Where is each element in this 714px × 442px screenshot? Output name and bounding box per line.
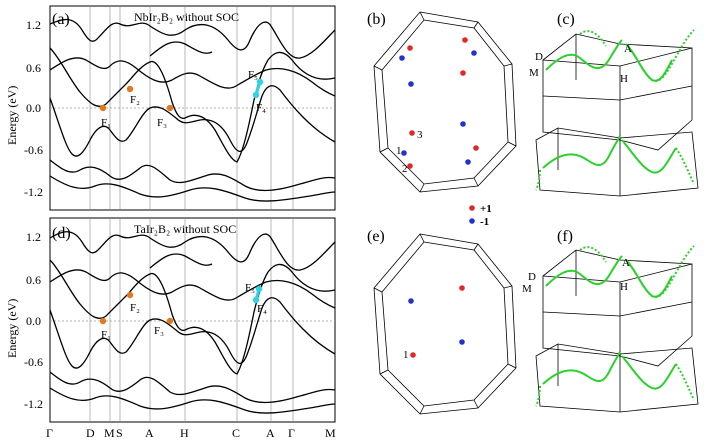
bz-bottom: (e) 1 xyxy=(367,228,517,415)
label-f4: F₄ xyxy=(256,102,266,114)
svg-text:-1.2: -1.2 xyxy=(24,397,43,411)
panel-label-d: (d) xyxy=(52,225,71,242)
weyl-segment-f4-f5 xyxy=(254,81,262,96)
legend-plus-label: +1 xyxy=(480,203,492,215)
svg-text:H: H xyxy=(180,426,189,440)
svg-text:A: A xyxy=(266,426,275,440)
weyl-point-f3 xyxy=(166,104,174,112)
chirality-legend: +1 -1 xyxy=(469,203,492,228)
panel-label-b: (b) xyxy=(367,11,386,28)
svg-text:M: M xyxy=(325,426,336,440)
bz-top: (b) 1 2 3 xyxy=(367,11,517,193)
weyl-point-f1 xyxy=(99,104,107,112)
label-f2: F₂ xyxy=(130,94,140,106)
svg-text:-0.6: -0.6 xyxy=(24,143,43,157)
weyl-segment-f4-f5-b xyxy=(254,288,261,301)
legend-minus-label: -1 xyxy=(480,216,489,228)
bands-bottom xyxy=(49,231,336,414)
label-f4-b: F₄ xyxy=(257,303,267,315)
panel-label-a: (a) xyxy=(52,11,70,28)
label-f2-b: F₂ xyxy=(130,302,140,314)
label-f5-b: F₅ xyxy=(245,282,255,294)
bz-label-2: 2 xyxy=(402,163,408,175)
svg-text:S: S xyxy=(116,426,123,440)
title-bottom: TaIr₂B₂ without SOC xyxy=(134,222,236,236)
svg-text:Γ: Γ xyxy=(288,426,295,440)
svg-text:D: D xyxy=(86,426,95,440)
band-plot-top: F₁ F₂ F₃ F₄ F₅ (a) NbIr₂B₂ without SOC 1… xyxy=(5,5,336,211)
label-f5: F₅ xyxy=(248,69,258,81)
bz-bottom-outline xyxy=(373,233,517,415)
panel-label-f: (f) xyxy=(557,228,573,245)
band-plot-bottom: F₁ F₂ F₃ F₄ F₅ (d) TaIr₂B₂ without SOC 1… xyxy=(5,217,336,440)
hsp-a-bottom: A xyxy=(622,257,630,269)
weyl-points-bottom xyxy=(99,285,263,325)
svg-text:0.6: 0.6 xyxy=(26,273,41,287)
x-ticks: Γ D M S A H C A Γ M xyxy=(46,426,336,440)
hsp-h-top: H xyxy=(620,73,628,85)
svg-text:1.2: 1.2 xyxy=(26,230,41,244)
svg-text:-1.2: -1.2 xyxy=(24,185,43,199)
nodal-top-frame xyxy=(535,33,699,197)
svg-text:1.2: 1.2 xyxy=(26,18,41,32)
bz-label-3: 3 xyxy=(417,129,423,141)
label-f1: F₁ xyxy=(101,117,111,129)
weyl-point-f1-b xyxy=(99,317,107,325)
hsp-d-top: D xyxy=(535,51,543,63)
weyl-point-f2-b xyxy=(126,291,134,299)
panel-label-c: (c) xyxy=(557,11,575,28)
svg-text:0.6: 0.6 xyxy=(26,61,41,75)
y-ticks-bottom: 1.2 0.6 0.0 -0.6 -1.2 xyxy=(24,230,43,411)
hs-lines-bottom xyxy=(89,218,294,422)
label-f3-b: F₃ xyxy=(154,325,164,337)
hsp-d-bottom: D xyxy=(528,271,536,283)
svg-text:Γ: Γ xyxy=(46,426,53,440)
weyl-points-top xyxy=(99,78,264,112)
nodal-bottom: (f) D A M H xyxy=(522,228,699,413)
svg-text:-0.6: -0.6 xyxy=(24,355,43,369)
chirality-points-bottom xyxy=(408,285,465,358)
y-axis-label-bottom: Energy (eV) xyxy=(5,299,19,358)
legend-plus-marker xyxy=(469,205,475,211)
plot-frame-bottom xyxy=(49,217,336,423)
hsp-m-bottom: M xyxy=(522,283,532,295)
hsp-a-top: A xyxy=(624,43,632,55)
panel-label-e: (e) xyxy=(367,228,385,245)
bz-top-outline xyxy=(373,11,517,193)
svg-text:0.0: 0.0 xyxy=(26,101,41,115)
hsp-m-top: M xyxy=(529,67,539,79)
nodal-lines-bottom xyxy=(535,245,695,407)
weyl-point-f2 xyxy=(126,85,134,93)
bz-label-1-e: 1 xyxy=(403,349,409,361)
hsp-h-bottom: H xyxy=(620,281,628,293)
label-f1-b: F₁ xyxy=(101,329,111,341)
weyl-point-f3-b xyxy=(166,317,174,325)
bz-label-1: 1 xyxy=(396,145,402,157)
title-top: NbIr₂B₂ without SOC xyxy=(134,10,239,24)
y-ticks-top: 1.2 0.6 0.0 -0.6 -1.2 xyxy=(24,18,43,199)
svg-text:C: C xyxy=(232,426,240,440)
chirality-points-top xyxy=(399,37,479,169)
nodal-top: (c) D A M H xyxy=(529,11,699,197)
svg-text:0.0: 0.0 xyxy=(26,314,41,328)
y-axis-label-top: Energy (eV) xyxy=(5,86,19,145)
label-f3: F₃ xyxy=(157,117,167,129)
bands-top xyxy=(49,18,336,202)
svg-text:A: A xyxy=(145,426,154,440)
nodal-lines-top xyxy=(535,29,695,191)
legend-minus-marker xyxy=(469,218,475,224)
svg-text:M: M xyxy=(104,426,115,440)
